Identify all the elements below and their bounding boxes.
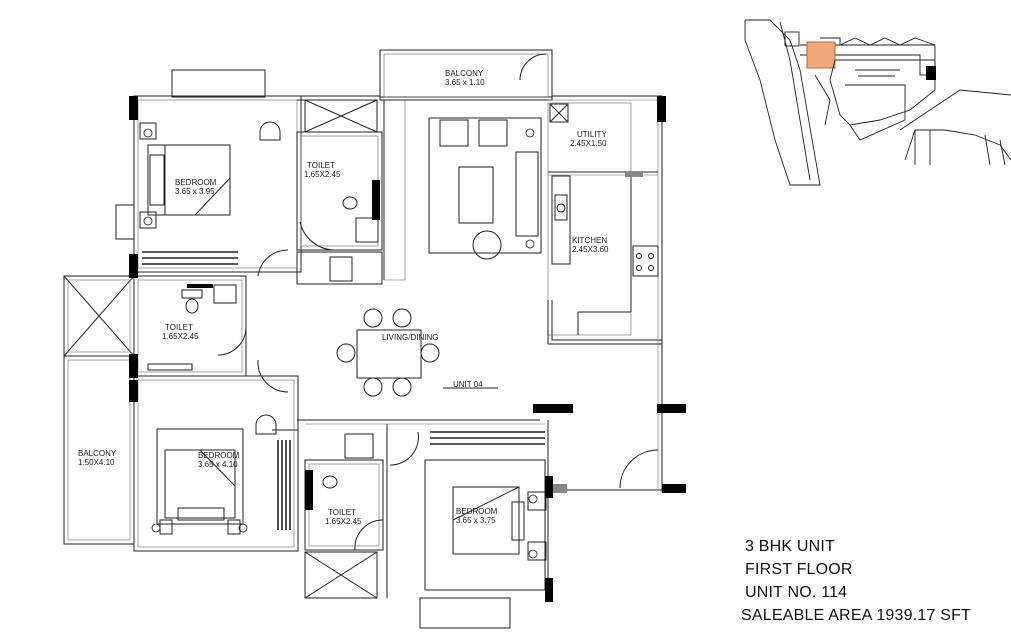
unit-type: 3 BHK UNIT — [745, 538, 836, 555]
bedroom-se-label: BEDROOM — [456, 507, 498, 516]
unit-number: UNIT NO. 114 — [745, 584, 848, 601]
balcony-w-label: BALCONY — [78, 449, 117, 458]
utility-size: 2.45X1.50 — [570, 139, 607, 148]
toilet-w-size: 1.65X2.45 — [162, 332, 199, 341]
balcony-top-size: 3.65 x 1.10 — [445, 78, 485, 87]
balcony-w-size: 1.50X4.10 — [78, 458, 115, 467]
saleable-area: SALEABLE AREA 1939.17 SFT — [741, 607, 972, 624]
bedroom-nw-size: 3.65 x 3.95 — [175, 187, 215, 196]
toilet-n-size: 1.65X2.45 — [304, 170, 341, 179]
unit-info: 3 BHK UNIT FIRST FLOOR UNIT NO. 114 SALE… — [741, 535, 971, 627]
bedroom-nw-label: BEDROOM — [175, 178, 217, 187]
balcony-top-label: BALCONY — [445, 69, 484, 78]
unit-floor: FIRST FLOOR — [745, 561, 853, 578]
toilet-w-label: TOILET — [165, 323, 193, 332]
kitchen-label: KITCHEN — [572, 236, 607, 245]
unit-label: UNIT 04 — [453, 380, 483, 389]
bedroom-se-size: 3.65 x 3.75 — [456, 516, 496, 525]
key-plan — [744, 19, 1011, 186]
utility-label: UTILITY — [577, 130, 607, 139]
toilet-s-size: 1.65X2.45 — [325, 517, 362, 526]
toilet-s-label: TOILET — [328, 508, 356, 517]
living-label: LIVING/DINING — [382, 333, 438, 342]
kitchen-size: 2.45X3.60 — [572, 245, 609, 254]
bedroom-sw-label: BEDROOM — [198, 451, 240, 460]
toilet-n-label: TOILET — [307, 161, 335, 170]
bedroom-sw-size: 3.65 x 4.10 — [198, 460, 238, 469]
